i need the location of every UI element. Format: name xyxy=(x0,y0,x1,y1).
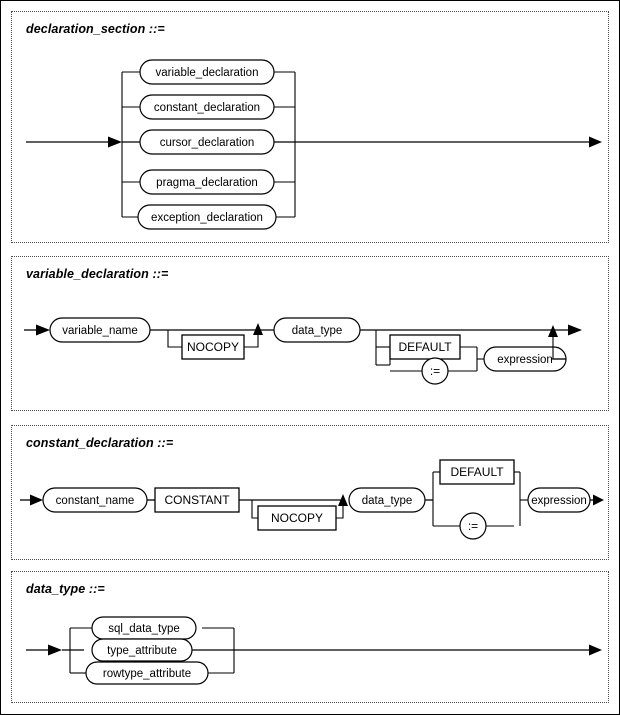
node-rowtype-attribute[interactable] xyxy=(85,661,209,685)
nocopy-branch-in xyxy=(251,500,258,519)
node-label-default: DEFAULT xyxy=(450,465,504,479)
panel-title-data-type: data_type ::= xyxy=(26,582,105,596)
node-label-variable-name: variable_name xyxy=(62,325,137,337)
node-label-rowtype-attribute: rowtype_attribute xyxy=(103,668,191,680)
arrowhead-entry xyxy=(30,494,43,506)
arrowhead-entry xyxy=(108,136,122,148)
arrowhead-entry xyxy=(36,324,50,336)
node-label-expression: expression xyxy=(531,495,587,507)
node-constant-keyword[interactable] xyxy=(154,487,240,513)
node-label-variable-declaration: variable_declaration xyxy=(156,67,259,79)
node-label-sql-data-type: sql_data_type xyxy=(108,623,180,635)
arrowhead-exit xyxy=(593,494,604,506)
panel-constant-declaration: constant_declaration ::= constant_name C… xyxy=(11,425,609,560)
node-cursor-declaration[interactable] xyxy=(139,129,275,155)
nocopy-branch-out xyxy=(244,335,259,348)
node-label-constant-declaration: constant_declaration xyxy=(154,102,260,114)
node-label-constant-name: constant_name xyxy=(56,495,135,507)
node-label-assign-operator: := xyxy=(468,519,478,533)
node-label-nocopy: NOCOPY xyxy=(271,511,323,525)
panel-title-declaration-section: declaration_section ::= xyxy=(26,22,165,36)
node-nocopy[interactable] xyxy=(257,505,337,531)
node-label-nocopy: NOCOPY xyxy=(187,340,239,354)
arrowhead-entry xyxy=(48,644,62,656)
railroad-data-type: sql_data_type type_attribute rowtype_att… xyxy=(26,616,602,685)
node-label-exception-declaration: exception_declaration xyxy=(151,212,263,224)
arrowhead-exit xyxy=(589,644,602,656)
node-exception-declaration[interactable] xyxy=(137,204,277,230)
node-default[interactable] xyxy=(389,334,461,360)
node-label-assign-operator: := xyxy=(430,364,440,378)
node-label-data-type: data_type xyxy=(362,495,413,507)
arrowhead-nocopy-rejoin xyxy=(338,494,348,506)
node-label-default: DEFAULT xyxy=(398,340,452,354)
arrowhead-nocopy-rejoin xyxy=(253,323,263,335)
node-type-attribute[interactable] xyxy=(91,638,193,662)
nocopy-branch-in xyxy=(167,330,182,348)
railroad-variable-declaration: variable_name NOCOPY data_type DEFAULT xyxy=(24,317,582,385)
panel-declaration-section: declaration_section ::= variable xyxy=(11,11,609,243)
node-label-pragma-declaration: pragma_declaration xyxy=(156,177,258,189)
panel-title-constant-declaration: constant_declaration ::= xyxy=(26,436,174,450)
arrowhead-exit xyxy=(589,136,602,148)
node-label-constant-keyword: CONSTANT xyxy=(164,493,230,507)
panel-variable-declaration: variable_declaration ::= variable_name N… xyxy=(11,256,609,411)
nocopy-branch-out xyxy=(336,506,344,519)
node-label-data-type: data_type xyxy=(292,325,343,337)
node-variable-declaration[interactable] xyxy=(139,59,275,85)
node-default[interactable] xyxy=(439,459,515,485)
node-label-expression: expression xyxy=(497,354,553,366)
node-label-cursor-declaration: cursor_declaration xyxy=(160,137,255,149)
arrowhead-expression-rejoin xyxy=(548,325,558,337)
panel-title-variable-declaration: variable_declaration ::= xyxy=(26,267,169,281)
arrowhead-exit xyxy=(568,324,582,336)
node-pragma-declaration[interactable] xyxy=(139,169,275,195)
node-label-type-attribute: type_attribute xyxy=(107,645,177,657)
railroad-declaration-section: variable_declaration constant_declaratio… xyxy=(26,59,602,230)
node-constant-declaration[interactable] xyxy=(139,94,275,120)
panel-data-type: data_type ::= sql_data_type type_attribu… xyxy=(11,571,609,703)
railroad-constant-declaration: constant_name CONSTANT NOCOPY data_type … xyxy=(20,459,604,540)
